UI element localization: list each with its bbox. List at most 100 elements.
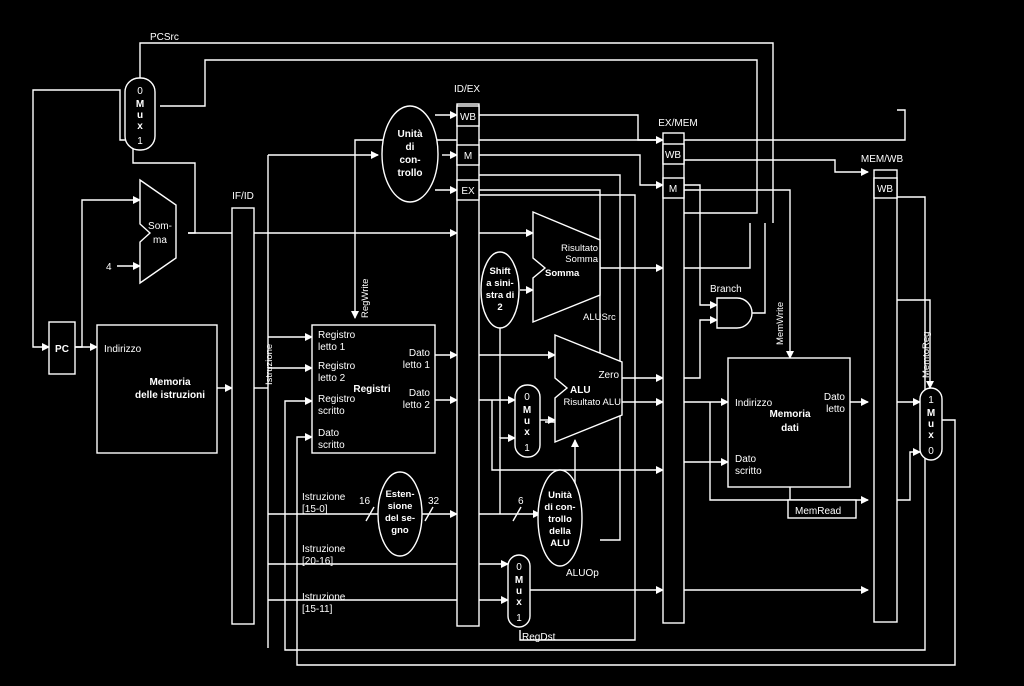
control-unit: Unità di con- trollo: [381, 105, 439, 203]
pc-label: PC: [55, 344, 69, 355]
alu-result: Risultato ALU: [563, 397, 621, 408]
memtoreg-mux: 1 M u x 0: [919, 387, 943, 461]
reg-out1-a: Dato: [409, 348, 431, 359]
signal-aluop: ALUOp: [566, 568, 599, 579]
pc-mux-u: u: [137, 110, 143, 121]
data-memory-in-a: Dato: [735, 454, 757, 465]
signal-branch: Branch: [710, 284, 742, 295]
bus-width-6: 6: [518, 496, 524, 507]
signal-pcsrc: PCSrc: [150, 32, 179, 43]
alu-control-l3: trollo: [548, 514, 572, 525]
ifid-label: IF/ID: [232, 191, 254, 202]
regdst-mux-x: x: [516, 597, 522, 608]
reg-wdata-a: Dato: [318, 428, 340, 439]
alu-label: ALU: [570, 385, 591, 396]
signal-alusrc: ALUSrc: [583, 312, 616, 323]
data-memory-out-b: letto: [826, 404, 845, 415]
reg-read2-b: letto 2: [318, 373, 346, 384]
ifid-instruction-label: Istruzione: [264, 344, 275, 385]
data-memory-address: Indirizzo: [735, 398, 773, 409]
signal-memtoreg: MemtoReg: [921, 332, 932, 378]
branch-adder-label: Somma: [545, 268, 580, 279]
alu-control-unit: Unità di con- trollo della ALU: [537, 469, 583, 567]
wb-mux-x: x: [928, 430, 934, 441]
reg-wdata-b: scritto: [318, 440, 345, 451]
pc-adder-label-1: Som-: [148, 221, 172, 232]
memread-box: [787, 499, 857, 519]
sign-extend-l2: sione: [388, 501, 413, 512]
pc-mux: 0 M u x 1: [124, 77, 156, 151]
wb-mux-input-1: 1: [928, 395, 934, 406]
control-unit-l1: Unità: [398, 129, 423, 140]
ifid-register: IF/ID Istruzione: [231, 191, 275, 625]
branch-adder-out-2: Somma: [565, 254, 598, 265]
bus-width-32: 32: [428, 496, 440, 507]
control-signal-labels: PCSrc RegWrite ALUSrc Branch MemWrite Me…: [150, 32, 932, 643]
reg-read2-a: Registro: [318, 361, 356, 372]
alu-mux-input-0: 0: [524, 392, 530, 403]
control-unit-l4: trollo: [398, 168, 423, 179]
constant-four: 4: [106, 262, 112, 273]
alu-control-l2: di con-: [544, 502, 575, 513]
data-memory: Indirizzo Memoria dati Dato letto Dato s…: [727, 357, 851, 488]
pc-adder: Som- ma: [139, 178, 177, 285]
field-15-11-b: [15-11]: [302, 604, 333, 615]
reg-write-a: Registro: [318, 394, 356, 405]
pc-mux-input-0: 0: [137, 86, 143, 97]
regdst-mux-u: u: [516, 586, 522, 597]
alu-mux-input-1: 1: [524, 443, 530, 454]
sign-extend-l3: del se-: [385, 513, 415, 524]
alu-zero: Zero: [598, 370, 619, 381]
idex-ex: EX: [461, 186, 475, 197]
instruction-memory-address: Indirizzo: [104, 344, 142, 355]
alu-control-l1: Unità: [548, 490, 572, 501]
branch-adder-out-1: Risultato: [561, 243, 598, 254]
instruction-memory: Indirizzo Memoria delle istruzioni: [96, 324, 218, 454]
alu-control-l5: ALU: [550, 538, 570, 549]
exmem-register: EX/MEM WB M: [658, 118, 698, 624]
reg-write-b: scritto: [318, 406, 345, 417]
alu-src-mux: 0 M u x 1: [514, 384, 541, 458]
field-20-16-a: Istruzione: [302, 544, 346, 555]
exmem-m: M: [669, 184, 677, 195]
bus-width-16: 16: [359, 496, 371, 507]
reg-out1-b: letto 1: [403, 360, 431, 371]
alu-mux-x: x: [524, 427, 530, 438]
alu: ALU Zero Risultato ALU: [554, 333, 623, 444]
data-memory-title-1: Memoria: [769, 409, 811, 420]
shift-l1: Shift: [489, 266, 511, 277]
shift-left-2: Shift a sini- stra di 2: [480, 251, 520, 329]
wb-mux-u: u: [928, 419, 934, 430]
shift-l2: a sini-: [486, 278, 513, 289]
pc-mux-input-1: 1: [137, 136, 143, 147]
sign-extend-l1: Esten-: [385, 489, 414, 500]
memwb-wb: WB: [877, 184, 893, 195]
wb-mux-m: M: [927, 408, 935, 419]
alu-control-l4: della: [549, 526, 571, 537]
field-20-16-b: [20-16]: [302, 556, 333, 567]
signal-regdst: RegDst: [522, 632, 556, 643]
exmem-label: EX/MEM: [658, 118, 697, 129]
exmem-wb: WB: [665, 150, 681, 161]
register-file: Registro letto 1 Registro letto 2 Regist…: [311, 324, 436, 454]
alu-mux-u: u: [524, 416, 530, 427]
bus-width-markers: 16 32 6: [359, 496, 524, 522]
signal-memread: MemRead: [795, 506, 841, 517]
regdst-mux-m: M: [515, 575, 523, 586]
instruction-memory-title-1: Memoria: [149, 377, 191, 388]
reg-title: Registri: [353, 384, 390, 395]
field-15-0-b: [15-0]: [302, 504, 328, 515]
idex-register: ID/EX WB M EX: [454, 84, 480, 627]
pc-adder-label-2: ma: [153, 235, 167, 246]
data-memory-out-a: Dato: [824, 392, 846, 403]
control-unit-l2: di: [406, 142, 415, 153]
sign-extend-unit: Esten- sione del se- gno: [377, 471, 423, 557]
signal-memwrite: MemWrite: [775, 302, 786, 345]
wb-mux-input-0: 0: [928, 446, 934, 457]
idex-m: M: [464, 151, 472, 162]
field-15-0-a: Istruzione: [302, 492, 346, 503]
signal-regwrite: RegWrite: [360, 279, 371, 318]
shift-l4: 2: [497, 302, 502, 313]
memwb-label: MEM/WB: [861, 154, 904, 165]
